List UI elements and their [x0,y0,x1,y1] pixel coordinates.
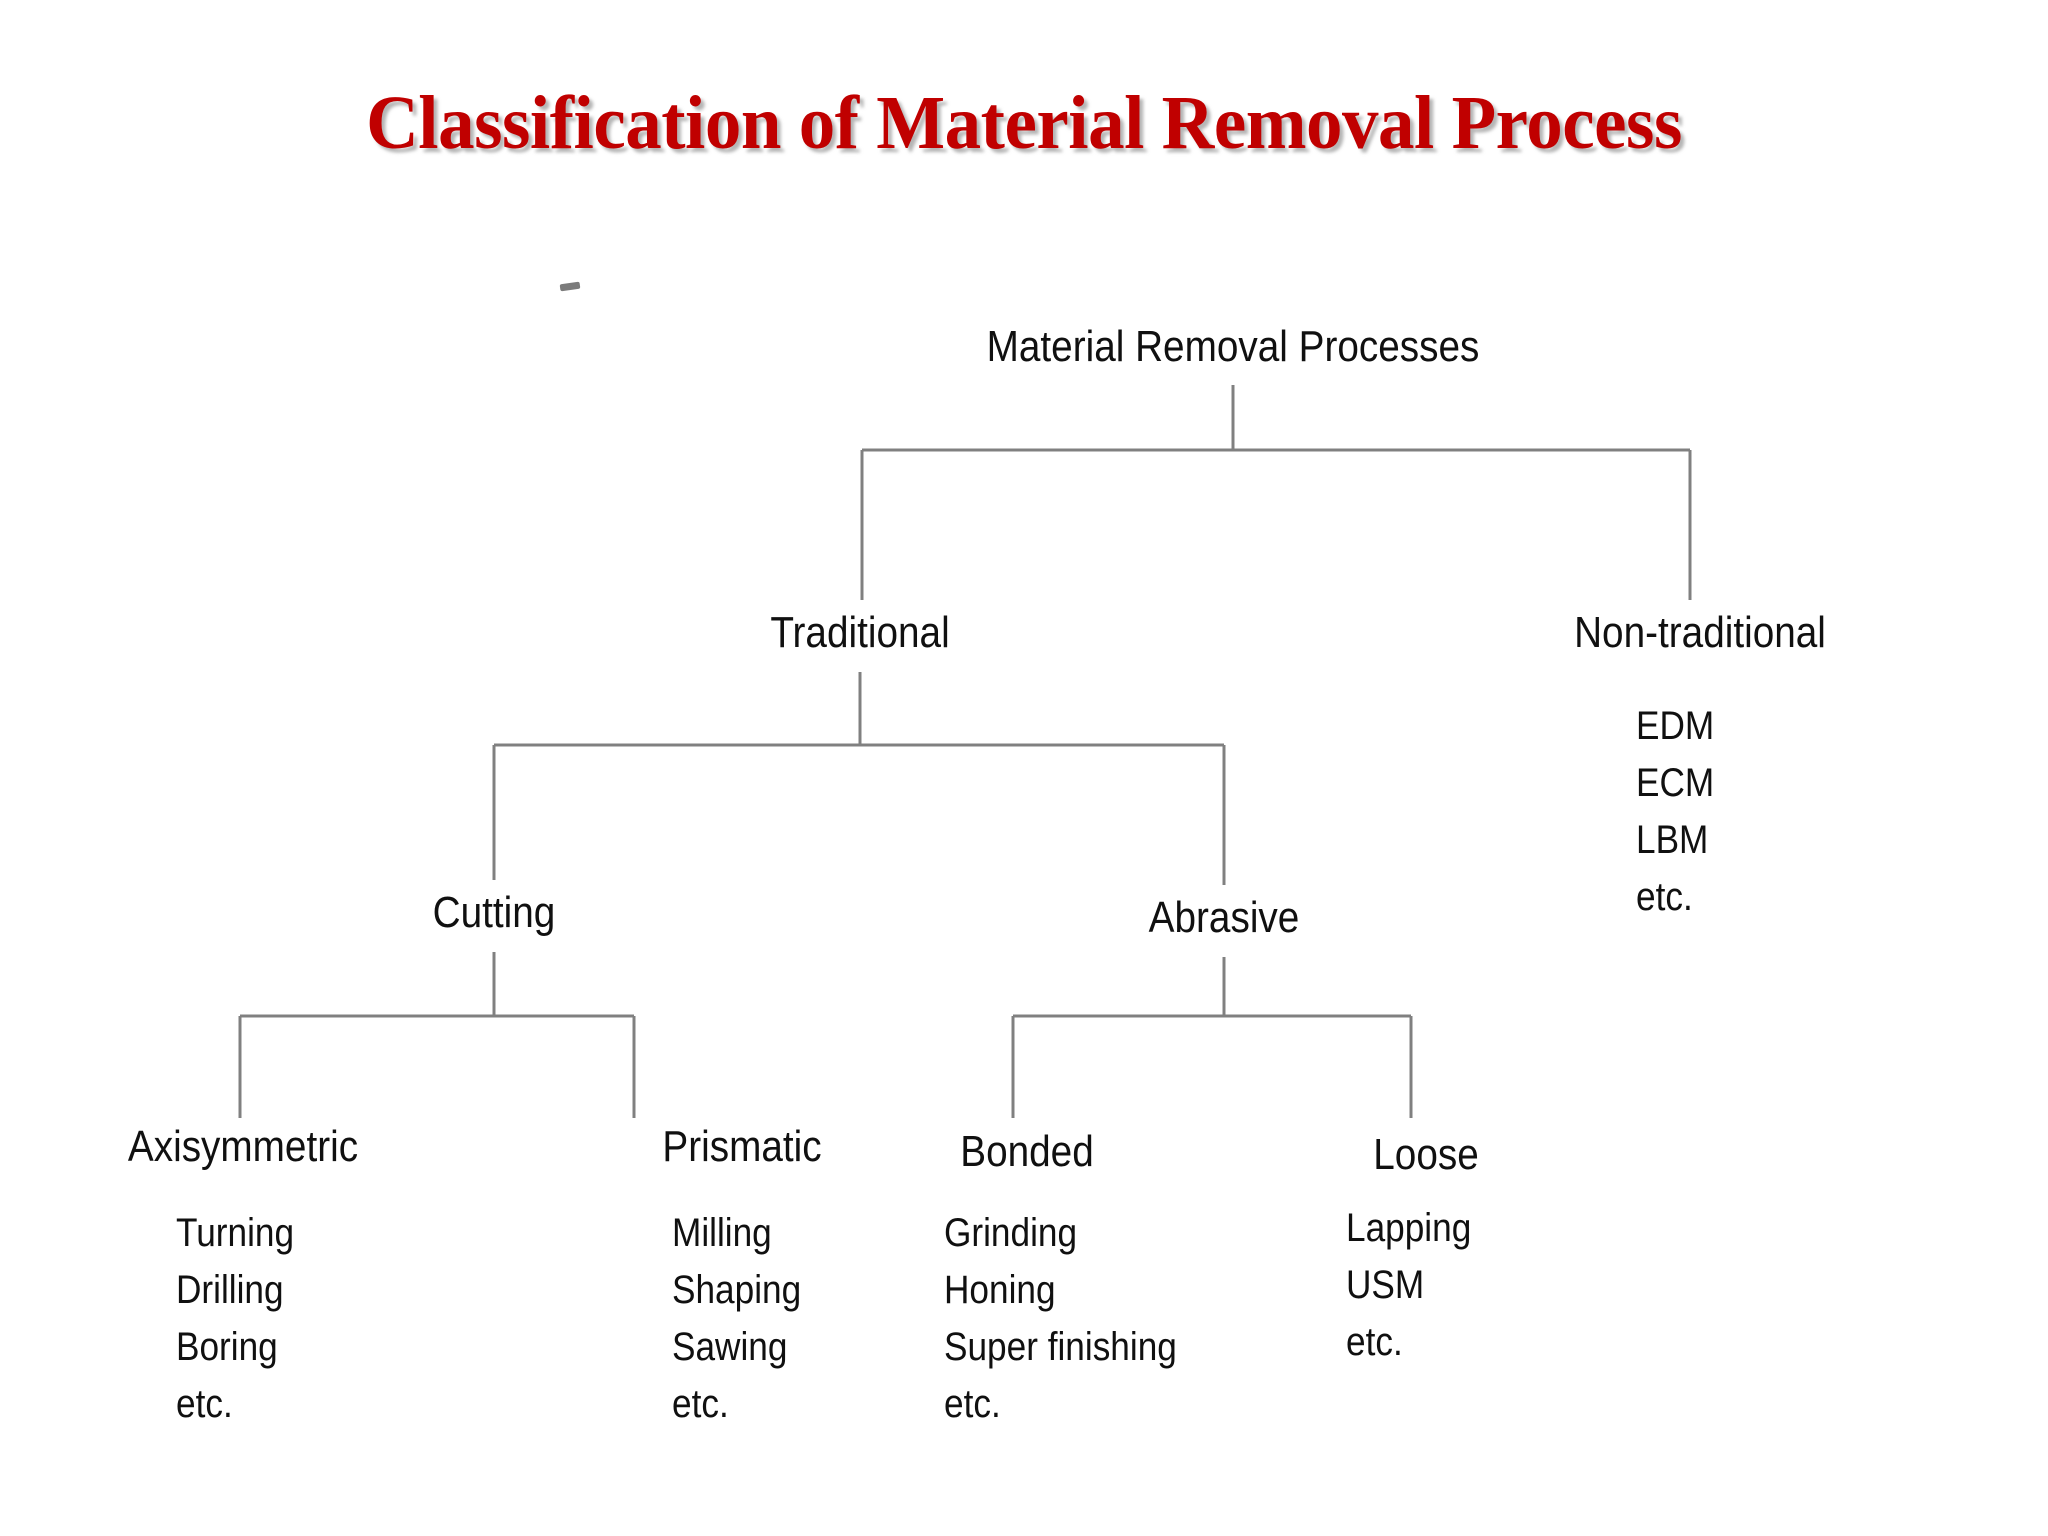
leaf-list-prismatic: Milling Shaping Sawing etc. [672,1205,801,1433]
leaf-item: ECM [1636,761,1715,805]
node-material-removal-processes: Material Removal Processes [986,322,1480,371]
node-axisymmetric: Axisymmetric [127,1122,359,1171]
leaf-item: LBM [1636,818,1709,862]
node-cutting: Cutting [432,888,556,937]
leaf-item: Shaping [672,1268,802,1312]
leaf-item: etc. [176,1382,233,1426]
leaf-item: Super finishing [944,1325,1177,1369]
leaf-item: etc. [1346,1320,1403,1364]
leaf-item: Sawing [672,1325,788,1369]
leaf-list-bonded: Grinding Honing Super finishing etc. [944,1205,1177,1433]
leaf-list-axisymmetric: Turning Drilling Boring etc. [176,1205,294,1433]
scan-artifact-mark [559,281,581,292]
leaf-item: Honing [944,1268,1056,1312]
node-loose: Loose [1373,1130,1479,1179]
leaf-item: Boring [176,1325,278,1369]
leaf-item: etc. [944,1382,1001,1426]
page-title: Classification of Material Removal Proce… [366,81,1682,165]
node-prismatic: Prismatic [662,1122,822,1171]
leaf-item: Drilling [176,1268,284,1312]
leaf-item: Grinding [944,1211,1078,1255]
leaf-item: Turning [176,1211,295,1255]
node-traditional: Traditional [770,608,950,657]
leaf-item: EDM [1636,704,1715,748]
leaf-list-non-traditional: EDM ECM LBM etc. [1636,698,1714,926]
leaf-item: USM [1346,1263,1425,1307]
leaf-list-loose: Lapping USM etc. [1346,1200,1471,1371]
leaf-item: etc. [672,1382,729,1426]
leaf-item: etc. [1636,875,1693,919]
node-bonded: Bonded [960,1127,1094,1176]
leaf-item: Lapping [1346,1206,1472,1250]
leaf-item: Milling [672,1211,772,1255]
node-abrasive: Abrasive [1148,893,1300,942]
node-non-traditional: Non-traditional [1574,608,1826,657]
